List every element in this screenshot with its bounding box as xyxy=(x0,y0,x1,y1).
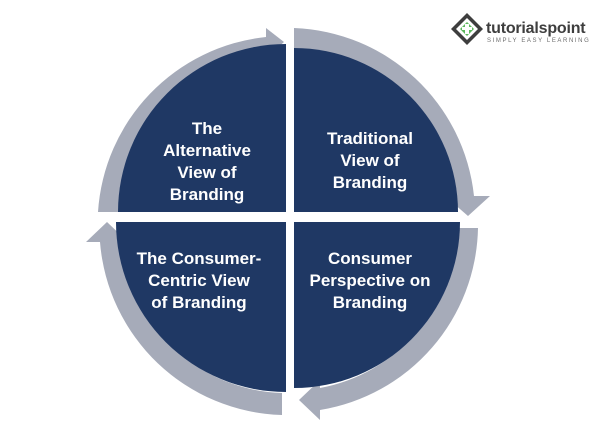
logo-wordmark: tutorialspoint xyxy=(486,20,586,37)
quadrant-label-bottom-left: The Consumer- Centric View of Branding xyxy=(134,248,264,314)
quadrant-label-top-right: Traditional View of Branding xyxy=(305,128,435,194)
label-line: Consumer xyxy=(327,249,413,268)
label-line: Perspective on xyxy=(309,271,431,290)
quadrant-bottom-right xyxy=(294,222,460,388)
label-line: Branding xyxy=(332,173,408,192)
label-line: Branding xyxy=(332,293,408,312)
label-line: Branding xyxy=(169,185,245,204)
tutorialspoint-logo: tutorialspoint SIMPLY EASY LEARNING xyxy=(450,12,592,54)
label-line: Traditional xyxy=(327,129,413,148)
arrow-bottom-left xyxy=(86,222,282,415)
label-line: Alternative xyxy=(163,141,251,160)
label-line: View of xyxy=(340,151,400,170)
quadrant-top-right xyxy=(294,48,458,212)
quadrant-top-left xyxy=(118,44,286,212)
quadrant-label-bottom-right: Consumer Perspective on Branding xyxy=(305,248,435,314)
logo-tagline: SIMPLY EASY LEARNING xyxy=(487,38,591,44)
quadrant-bottom-left xyxy=(116,222,286,392)
label-line: View of xyxy=(177,163,237,182)
label-line: The Consumer- xyxy=(136,249,262,268)
label-line: The xyxy=(191,119,223,138)
label-line: of Branding xyxy=(151,293,247,312)
tutorialspoint-logo-icon xyxy=(451,13,483,45)
arrow-bottom-right xyxy=(299,228,478,420)
arrow-top-right xyxy=(294,28,490,216)
label-line: Centric View xyxy=(148,271,250,290)
quadrant-label-top-left: The Alternative View of Branding xyxy=(142,118,272,206)
